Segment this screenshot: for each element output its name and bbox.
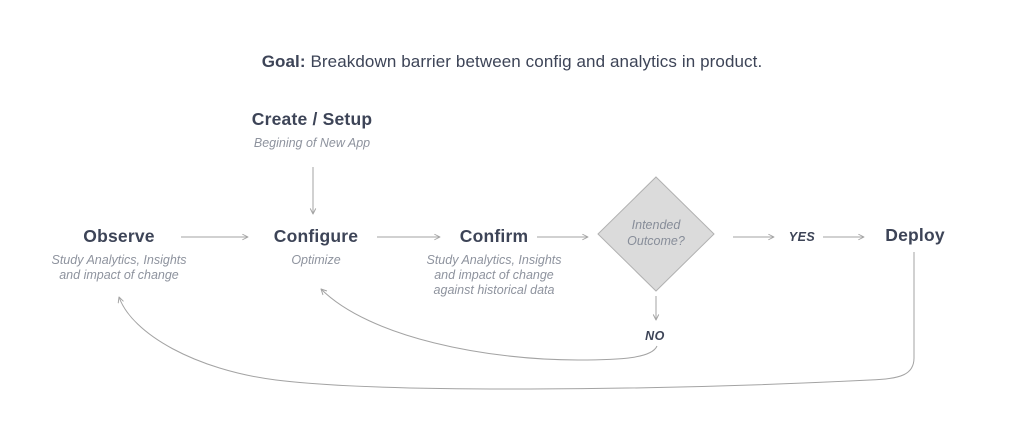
node-create-setup-label: Create / Setup: [251, 109, 373, 129]
goal-title-prefix: Goal:: [261, 52, 306, 71]
curve-deploy-to-observe: [117, 252, 915, 390]
node-observe-label: Observe: [83, 226, 155, 246]
node-confirm-label: Confirm: [459, 226, 529, 246]
decision-diamond-label: Intended Outcome?: [627, 218, 685, 248]
node-deploy-label: Deploy: [885, 225, 945, 245]
node-observe-subtitle: Study Analytics, Insights and impact of …: [51, 253, 187, 282]
node-configure-subtitle: Optimize: [291, 253, 341, 267]
node-deploy: Deploy: [885, 225, 945, 246]
decision-branch-no: NO: [645, 329, 665, 343]
goal-title-text: Breakdown barrier between config and ana…: [310, 52, 763, 71]
node-confirm-subtitle: Study Analytics, Insights and impact of …: [426, 253, 562, 297]
goal-title: Goal: Breakdown barrier between config a…: [0, 52, 1024, 72]
curve-no-to-configure: [320, 288, 658, 361]
node-observe: Observe Study Analytics, Insights and im…: [51, 226, 186, 283]
node-confirm: Confirm Study Analytics, Insights and im…: [426, 226, 561, 298]
node-create-setup: Create / Setup Begining of New App: [252, 109, 372, 151]
node-configure-label: Configure: [273, 226, 359, 246]
decision-branch-yes: YES: [788, 230, 816, 244]
node-configure: Configure Optimize: [274, 226, 358, 268]
decision-diamond-shape: [597, 176, 715, 292]
node-create-setup-subtitle: Begining of New App: [253, 136, 371, 150]
